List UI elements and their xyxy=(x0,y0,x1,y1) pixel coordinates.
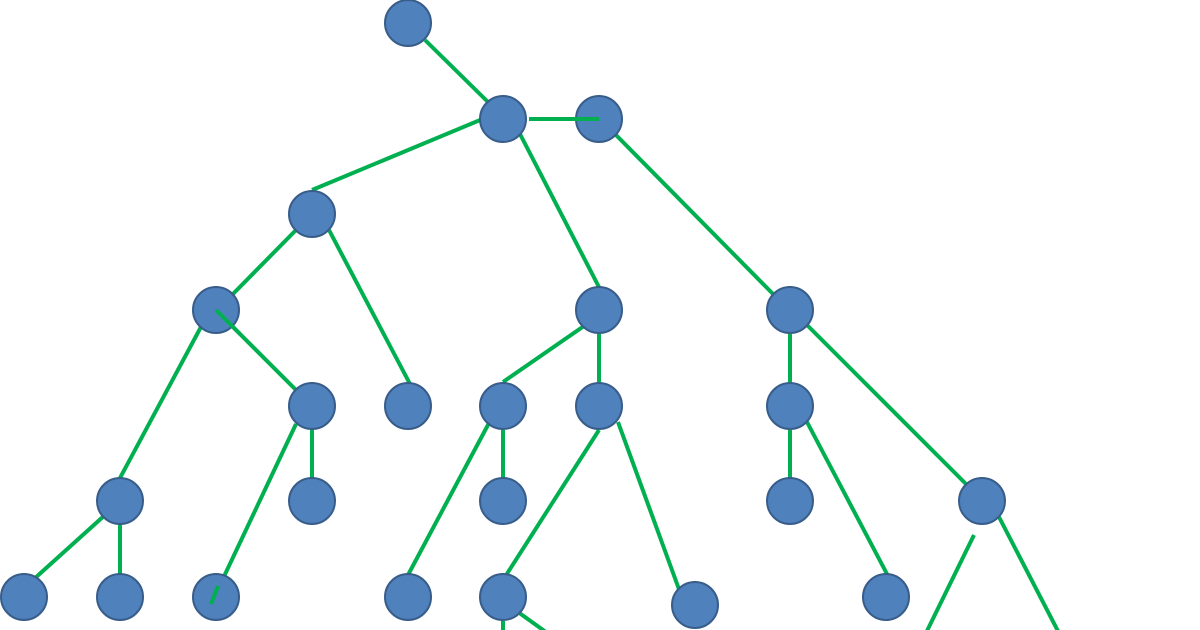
tree-edge xyxy=(423,38,492,106)
tree-node xyxy=(958,477,1006,525)
nodes-layer xyxy=(0,0,1006,629)
tree-node xyxy=(288,477,336,525)
tree-node xyxy=(862,573,910,621)
tree-edge xyxy=(804,322,969,487)
tree-edge xyxy=(406,422,491,576)
tree-node xyxy=(575,286,623,334)
tree-edge xyxy=(327,229,412,385)
tree-node xyxy=(479,573,527,621)
tree-node xyxy=(575,382,623,430)
tree-edge xyxy=(209,423,298,605)
tree-node xyxy=(384,382,432,430)
tree-edge xyxy=(229,226,300,298)
tree-edge xyxy=(997,516,1060,630)
tree-edge-overlay xyxy=(209,585,220,605)
tree-edge xyxy=(925,534,976,630)
tree-edge xyxy=(118,324,204,479)
tree-node xyxy=(0,573,48,621)
tree-node xyxy=(96,477,144,525)
tree-edge xyxy=(501,428,601,582)
tree-node xyxy=(288,382,336,430)
tree-edge xyxy=(805,421,889,575)
tree-edge xyxy=(32,513,107,581)
tree-node xyxy=(766,477,814,525)
tree-node xyxy=(96,573,144,621)
tree-edge xyxy=(518,133,603,292)
tree-edge xyxy=(612,131,777,298)
tree-node xyxy=(384,573,432,621)
tree-node xyxy=(479,95,527,143)
tree-node xyxy=(479,477,527,525)
tree-edge xyxy=(501,324,586,384)
tree-edge xyxy=(616,421,682,593)
tree-edge xyxy=(516,610,547,630)
tree-node xyxy=(671,581,719,629)
tree-node xyxy=(192,573,240,621)
tree-node xyxy=(384,0,432,47)
tree-node xyxy=(288,190,336,238)
tree-edge-overlay xyxy=(214,308,242,336)
tree-node xyxy=(479,382,527,430)
tree-node xyxy=(766,382,814,430)
tree-edge xyxy=(311,116,486,192)
tree-node xyxy=(766,286,814,334)
edges-layer xyxy=(32,38,1060,630)
